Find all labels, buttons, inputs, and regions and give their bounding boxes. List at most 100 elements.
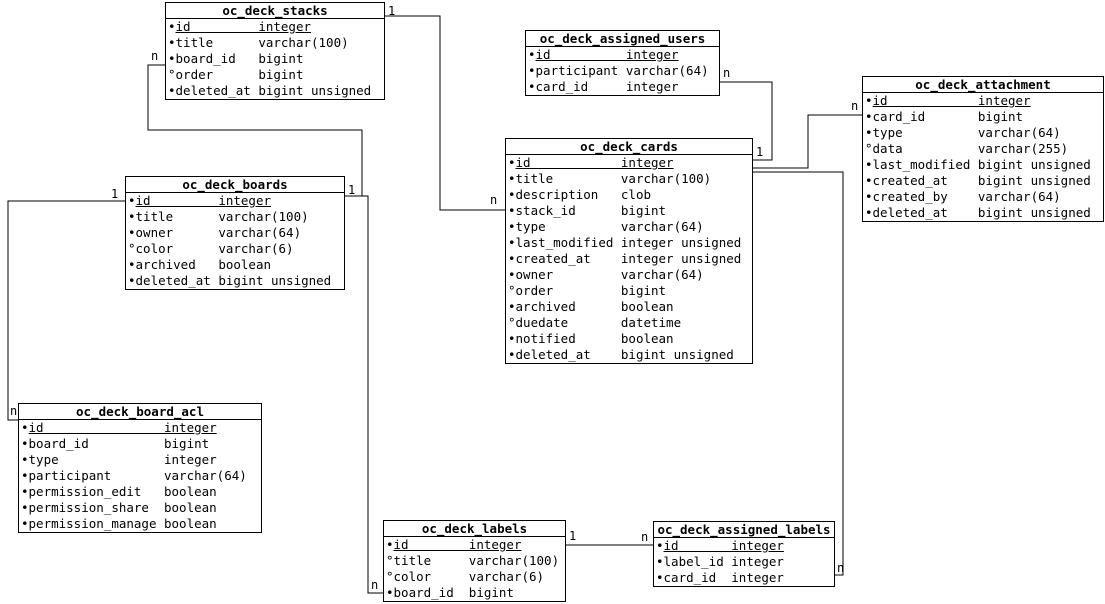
field-row-title: °title varchar(100) <box>384 553 565 569</box>
field-row-id: •id integer <box>166 19 384 35</box>
primary-key-field-text: id integer <box>393 537 522 552</box>
notnull-marker-icon: • <box>21 420 29 435</box>
field-text: title varchar(100) <box>175 35 349 50</box>
field-text: card_id bigint <box>872 109 1024 124</box>
notnull-marker-icon: • <box>168 19 176 34</box>
field-row-owner: •owner varchar(64) <box>126 225 344 241</box>
field-row-permission_manage: •permission_manage boolean <box>19 516 261 532</box>
notnull-marker-icon: • <box>508 155 516 170</box>
field-row-board_id: •board_id bigint <box>384 585 565 601</box>
notnull-marker-icon: • <box>508 219 516 234</box>
field-row-created_at: •created_at bigint unsigned <box>863 173 1103 189</box>
table-oc_deck_board_acl[interactable]: oc_deck_board_acl•id integer•board_id bi… <box>18 403 262 533</box>
field-text: color varchar(6) <box>135 241 294 256</box>
relationship-line-oc_deck_cards-oc_deck_attachment <box>745 114 870 169</box>
table-oc_deck_assigned_labels[interactable]: oc_deck_assigned_labels•id integer•label… <box>653 521 835 587</box>
notnull-marker-icon: • <box>528 63 536 78</box>
field-text: permission_manage boolean <box>28 516 217 531</box>
field-row-order: °order bigint <box>166 67 384 83</box>
notnull-marker-icon: • <box>865 109 873 124</box>
field-row-permission_edit: •permission_edit boolean <box>19 484 261 500</box>
primary-key-field-text: id integer <box>135 193 271 208</box>
primary-key-field-text: id integer <box>535 47 679 62</box>
table-oc_deck_attachment[interactable]: oc_deck_attachment•id integer•card_id bi… <box>862 76 1104 222</box>
relationship-line-oc_deck_boards-oc_deck_labels <box>330 195 395 594</box>
field-row-last_modified: •last_modified integer unsigned <box>506 235 752 251</box>
field-row-color: °color varchar(6) <box>126 241 344 257</box>
field-row-board_id: •board_id bigint <box>19 436 261 452</box>
field-row-last_modified: •last_modified bigint unsigned <box>863 157 1103 173</box>
table-title: oc_deck_cards <box>506 139 752 155</box>
notnull-marker-icon: • <box>865 189 873 204</box>
field-text: type varchar(64) <box>515 219 704 234</box>
notnull-marker-icon: • <box>21 436 29 451</box>
cardinality-label: 1 <box>348 183 356 197</box>
field-row-id: •id integer <box>863 93 1103 109</box>
table-title: oc_deck_attachment <box>863 77 1103 93</box>
field-row-board_id: •board_id bigint <box>166 51 384 67</box>
field-row-id: •id integer <box>654 538 834 554</box>
field-row-description: •description clob <box>506 187 752 203</box>
table-oc_deck_assigned_users[interactable]: oc_deck_assigned_users•id integer•partic… <box>525 30 720 96</box>
notnull-marker-icon: • <box>168 83 176 98</box>
notnull-marker-icon: • <box>865 173 873 188</box>
field-text: title varchar(100) <box>393 553 560 568</box>
field-row-id: •id integer <box>19 420 261 436</box>
notnull-marker-icon: • <box>865 157 873 172</box>
cardinality-label: n <box>723 66 731 80</box>
notnull-marker-icon: • <box>508 235 516 250</box>
notnull-marker-icon: • <box>865 125 873 140</box>
notnull-marker-icon: • <box>865 205 873 220</box>
relationship-line-oc_deck_stacks-oc_deck_cards <box>370 15 515 211</box>
field-text: type varchar(64) <box>872 125 1061 140</box>
field-row-card_id: •card_id integer <box>654 570 834 586</box>
field-text: card_id integer <box>663 570 784 585</box>
field-row-permission_share: •permission_share boolean <box>19 500 261 516</box>
field-row-type: •type varchar(64) <box>863 125 1103 141</box>
notnull-marker-icon: • <box>528 47 536 62</box>
field-text: board_id bigint <box>28 436 210 451</box>
notnull-marker-icon: • <box>21 468 29 483</box>
nullable-marker-icon: ° <box>128 241 136 256</box>
field-text: title varchar(100) <box>515 171 712 186</box>
field-row-archived: •archived boolean <box>126 257 344 273</box>
field-row-id: •id integer <box>506 155 752 171</box>
primary-key-field-text: id integer <box>515 155 674 170</box>
table-oc_deck_labels[interactable]: oc_deck_labels•id integer°title varchar(… <box>383 520 566 602</box>
cardinality-label: 1 <box>569 529 577 543</box>
field-text: archived boolean <box>135 257 271 272</box>
field-row-type: •type integer <box>19 452 261 468</box>
primary-key-field-text: id integer <box>872 93 1031 108</box>
primary-key-field-text: id integer <box>175 19 311 34</box>
field-row-order: °order bigint <box>506 283 752 299</box>
notnull-marker-icon: • <box>21 452 29 467</box>
field-row-archived: •archived boolean <box>506 299 752 315</box>
field-row-card_id: •card_id bigint <box>863 109 1103 125</box>
field-row-title: •title varchar(100) <box>126 209 344 225</box>
field-row-color: °color varchar(6) <box>384 569 565 585</box>
field-text: participant varchar(64) <box>535 63 709 78</box>
field-text: deleted_at bigint unsigned <box>515 347 734 362</box>
cardinality-label: n <box>641 530 649 544</box>
notnull-marker-icon: • <box>21 484 29 499</box>
field-text: owner varchar(64) <box>515 267 704 282</box>
table-oc_deck_cards[interactable]: oc_deck_cards•id integer•title varchar(1… <box>505 138 753 364</box>
cardinality-label: 1 <box>388 4 396 18</box>
cardinality-label: n <box>371 578 379 592</box>
notnull-marker-icon: • <box>508 299 516 314</box>
relationship-line-oc_deck_cards-oc_deck_assigned_users <box>710 81 773 161</box>
field-text: board_id bigint <box>393 585 514 600</box>
notnull-marker-icon: • <box>508 187 516 202</box>
field-row-id: •id integer <box>526 47 719 63</box>
table-oc_deck_stacks[interactable]: oc_deck_stacks•id integer•title varchar(… <box>165 2 385 100</box>
field-text: created_at bigint unsigned <box>872 173 1091 188</box>
table-title: oc_deck_board_acl <box>19 404 261 420</box>
notnull-marker-icon: • <box>128 225 136 240</box>
nullable-marker-icon: ° <box>386 553 394 568</box>
field-row-deleted_at: •deleted_at bigint unsigned <box>126 273 344 289</box>
field-row-participant: •participant varchar(64) <box>19 468 261 484</box>
table-oc_deck_boards[interactable]: oc_deck_boards•id integer•title varchar(… <box>125 176 345 290</box>
field-text: duedate datetime <box>515 315 682 330</box>
